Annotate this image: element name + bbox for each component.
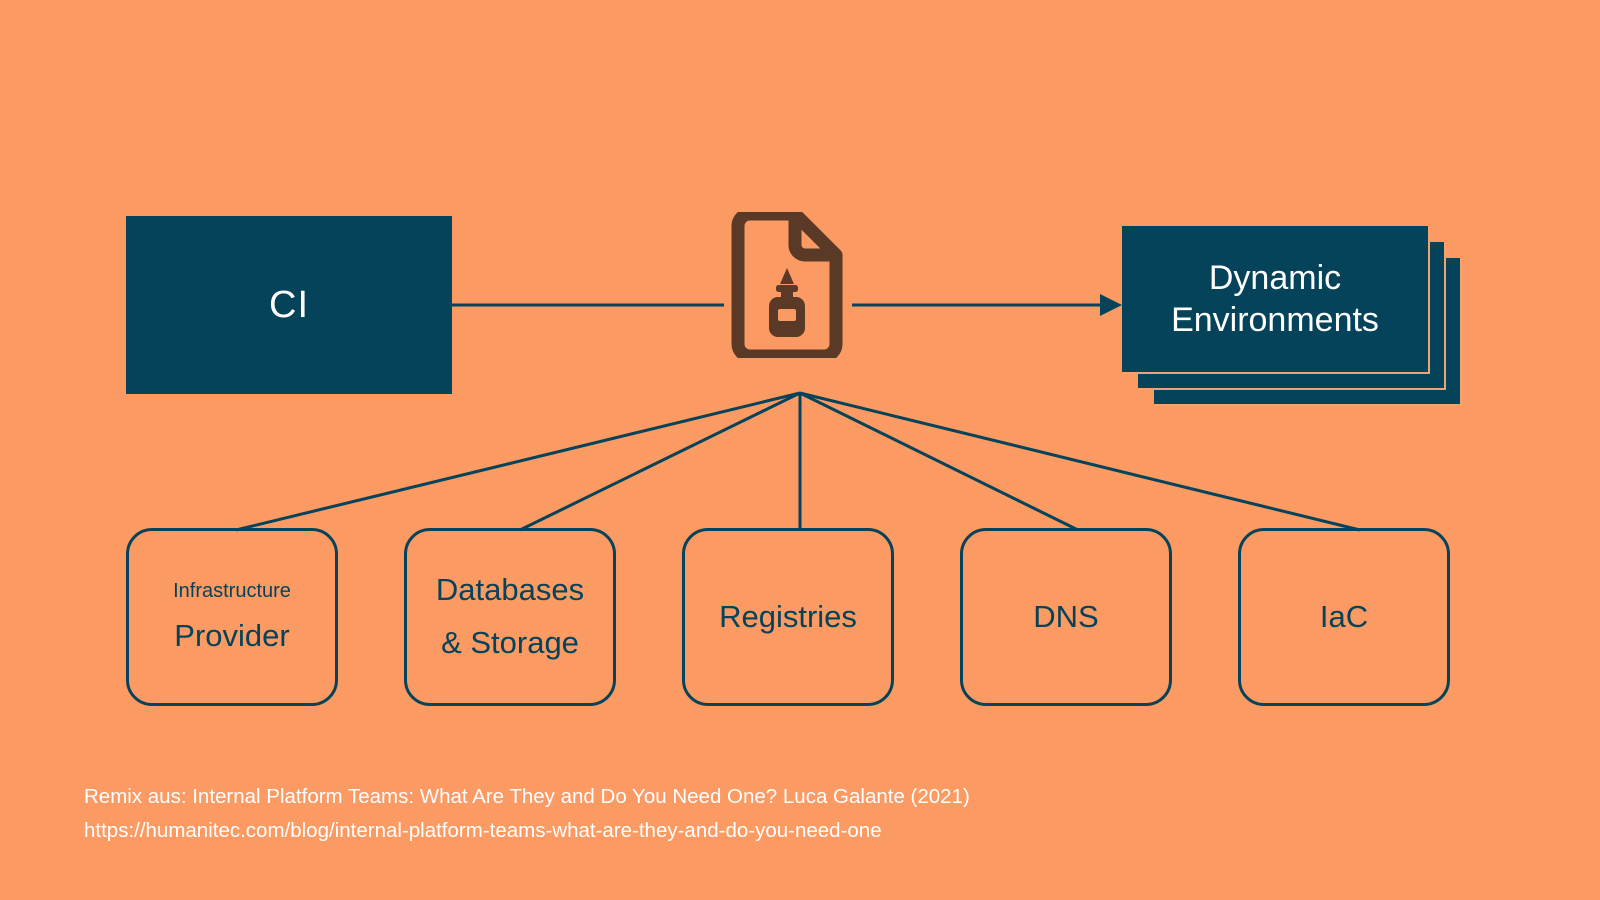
document-glue-bottle-icon	[731, 207, 843, 363]
node-ci-label: CI	[269, 283, 309, 326]
arrowhead-icon	[1100, 294, 1122, 316]
infrastructure-provider-label: Provider	[174, 617, 290, 653]
node-ci[interactable]: CI	[126, 216, 452, 394]
edge-spec-to-dns	[799, 391, 1079, 532]
databases-storage-label-line-1: Databases	[435, 572, 585, 608]
infrastructure-provider-small-label: Infrastructure	[173, 579, 291, 602]
environment-label-line-2: Environments	[1171, 301, 1379, 339]
node-infrastructure-provider[interactable]: Infrastructure Provider	[126, 528, 338, 706]
databases-storage-label-line-2: & Storage	[441, 625, 579, 660]
node-registries[interactable]: Registries	[682, 528, 894, 706]
environment-card-front[interactable]: Dynamic Environments	[1122, 226, 1430, 374]
attribution-line-url[interactable]: https://humanitec.com/blog/internal-plat…	[84, 818, 882, 842]
source-attribution: Remix aus: Internal Platform Teams: What…	[84, 780, 1284, 848]
node-databases-storage[interactable]: Databases & Storage	[404, 528, 616, 706]
dns-label: DNS	[1033, 598, 1099, 634]
node-dynamic-environments[interactable]: Dynamic Environments	[1122, 226, 1462, 406]
registries-label: Registries	[719, 598, 857, 634]
node-dns[interactable]: DNS	[960, 528, 1172, 706]
edge-spec-to-infrastructure-provider	[235, 391, 801, 532]
node-iac[interactable]: IaC	[1238, 528, 1450, 706]
iac-label: IaC	[1319, 598, 1369, 634]
edge-spec-to-databases-storage	[519, 391, 801, 532]
environment-label-line-1: Dynamic	[1208, 258, 1342, 297]
edge-spec-to-iac	[799, 391, 1361, 532]
workload-spec-node[interactable]	[726, 207, 848, 363]
attribution-line-title: Remix aus: Internal Platform Teams: What…	[84, 785, 970, 808]
